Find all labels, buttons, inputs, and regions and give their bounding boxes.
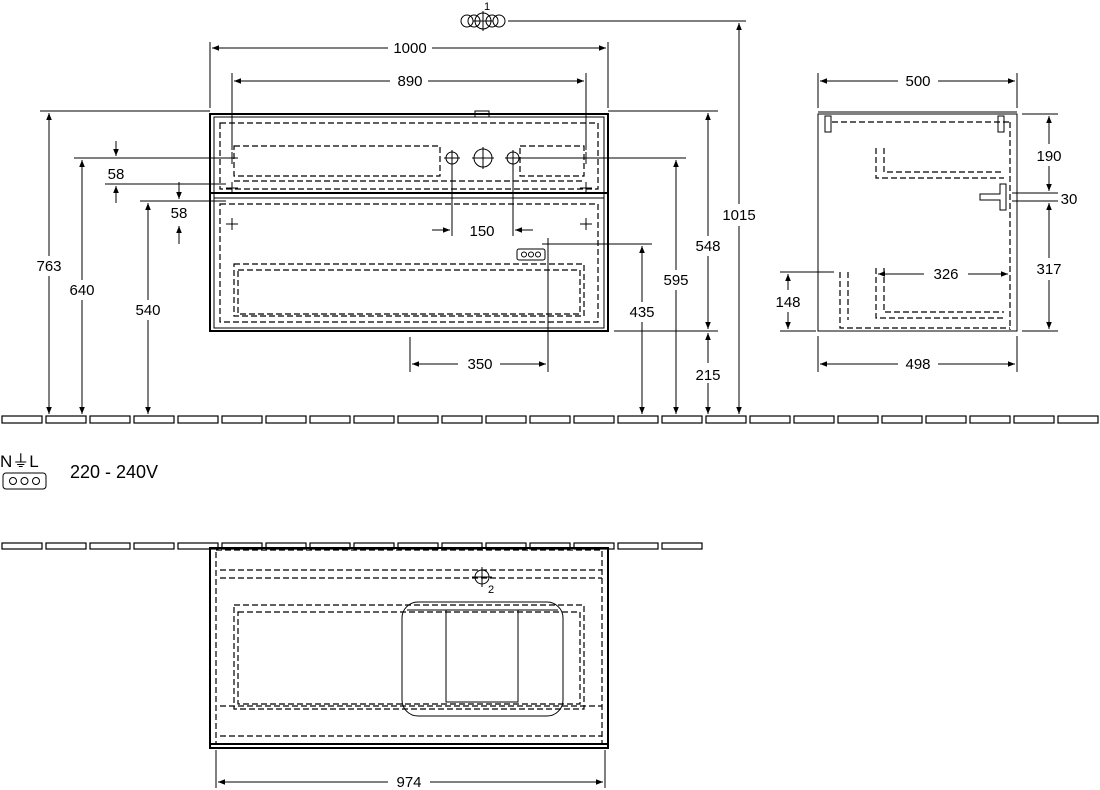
dim-148: 148 (775, 294, 800, 311)
floor-block (45, 542, 87, 550)
dim-763: 763 (36, 258, 61, 275)
floor-block (661, 542, 703, 550)
dim-498: 498 (905, 356, 930, 373)
cabinet-side-outline (817, 113, 1018, 332)
floor-block (1013, 415, 1055, 424)
dim-317: 317 (1036, 261, 1061, 278)
floor-block (749, 415, 791, 424)
floor-block (617, 415, 659, 424)
dim-1015: 1015 (722, 207, 755, 224)
floor-block (353, 415, 395, 424)
upper-drawer-dashed (219, 122, 599, 190)
siphon-connection (979, 183, 1007, 211)
floor-block (177, 415, 219, 424)
voltage-label: 220 - 240V (70, 462, 158, 482)
front-view: 1000 890 763 640 58 58 540 (36, 1, 756, 414)
floor-block (89, 415, 131, 424)
floor-block (1057, 415, 1099, 424)
dim-58-upper: 58 (108, 166, 125, 183)
dim-1000: 1000 (393, 40, 426, 57)
floor-block (133, 542, 175, 550)
basin-outline (401, 601, 564, 717)
floor-block (705, 415, 747, 424)
floor-block (309, 415, 351, 424)
basin-bowl (445, 609, 519, 703)
cabinet-front-outline (209, 113, 609, 332)
floor-block (485, 415, 527, 424)
floor-block (661, 415, 703, 424)
floor-block (881, 415, 923, 424)
electrical-symbol-label: N⏚L (0, 452, 39, 471)
side-view: 500 498 190 30 317 148 326 (775, 73, 1077, 373)
cabinet-plan-outline (209, 547, 609, 749)
dim-190: 190 (1036, 148, 1061, 165)
floor-block (221, 415, 263, 424)
floor-block (177, 542, 219, 550)
floor-block (925, 415, 967, 424)
floor-block (573, 415, 615, 424)
floor-block (837, 415, 879, 424)
dim-326: 326 (933, 266, 958, 283)
floor-block (617, 542, 659, 550)
floor-block (1, 415, 43, 424)
fixing-points (226, 152, 592, 250)
lower-drawer-dashed (219, 203, 599, 323)
dim-890: 890 (397, 73, 422, 90)
floor-line (1, 415, 1099, 424)
floor-block (89, 542, 131, 550)
water-connection-icon (444, 147, 521, 169)
floor-block (793, 415, 835, 424)
floor-block (969, 415, 1011, 424)
floor-block (45, 415, 87, 424)
dim-548: 548 (695, 238, 720, 255)
dim-974: 974 (396, 774, 421, 790)
dim-435: 435 (629, 304, 654, 321)
connector-symbol-icon (460, 11, 506, 31)
callout-1: 1 (484, 1, 490, 13)
dim-150: 150 (469, 223, 494, 240)
electrical-spec: N⏚L 220 - 240V (0, 452, 158, 490)
floor-block (529, 415, 571, 424)
floor-block (441, 415, 483, 424)
callout-2: 2 (488, 584, 494, 596)
dim-350: 350 (467, 356, 492, 373)
floor-block (265, 415, 307, 424)
dim-58-lower: 58 (171, 205, 188, 222)
floor-block (133, 415, 175, 424)
dim-215: 215 (695, 367, 720, 384)
dim-500: 500 (905, 73, 930, 90)
plan-view: 2 974 (209, 547, 609, 790)
dim-30: 30 (1061, 191, 1078, 208)
tap-hole-icon (472, 567, 492, 587)
dim-640: 640 (69, 282, 94, 299)
floor-block (397, 415, 439, 424)
dim-540: 540 (135, 302, 160, 319)
socket-icon (516, 248, 546, 261)
dim-595: 595 (663, 272, 688, 289)
floor-block (1, 542, 43, 550)
